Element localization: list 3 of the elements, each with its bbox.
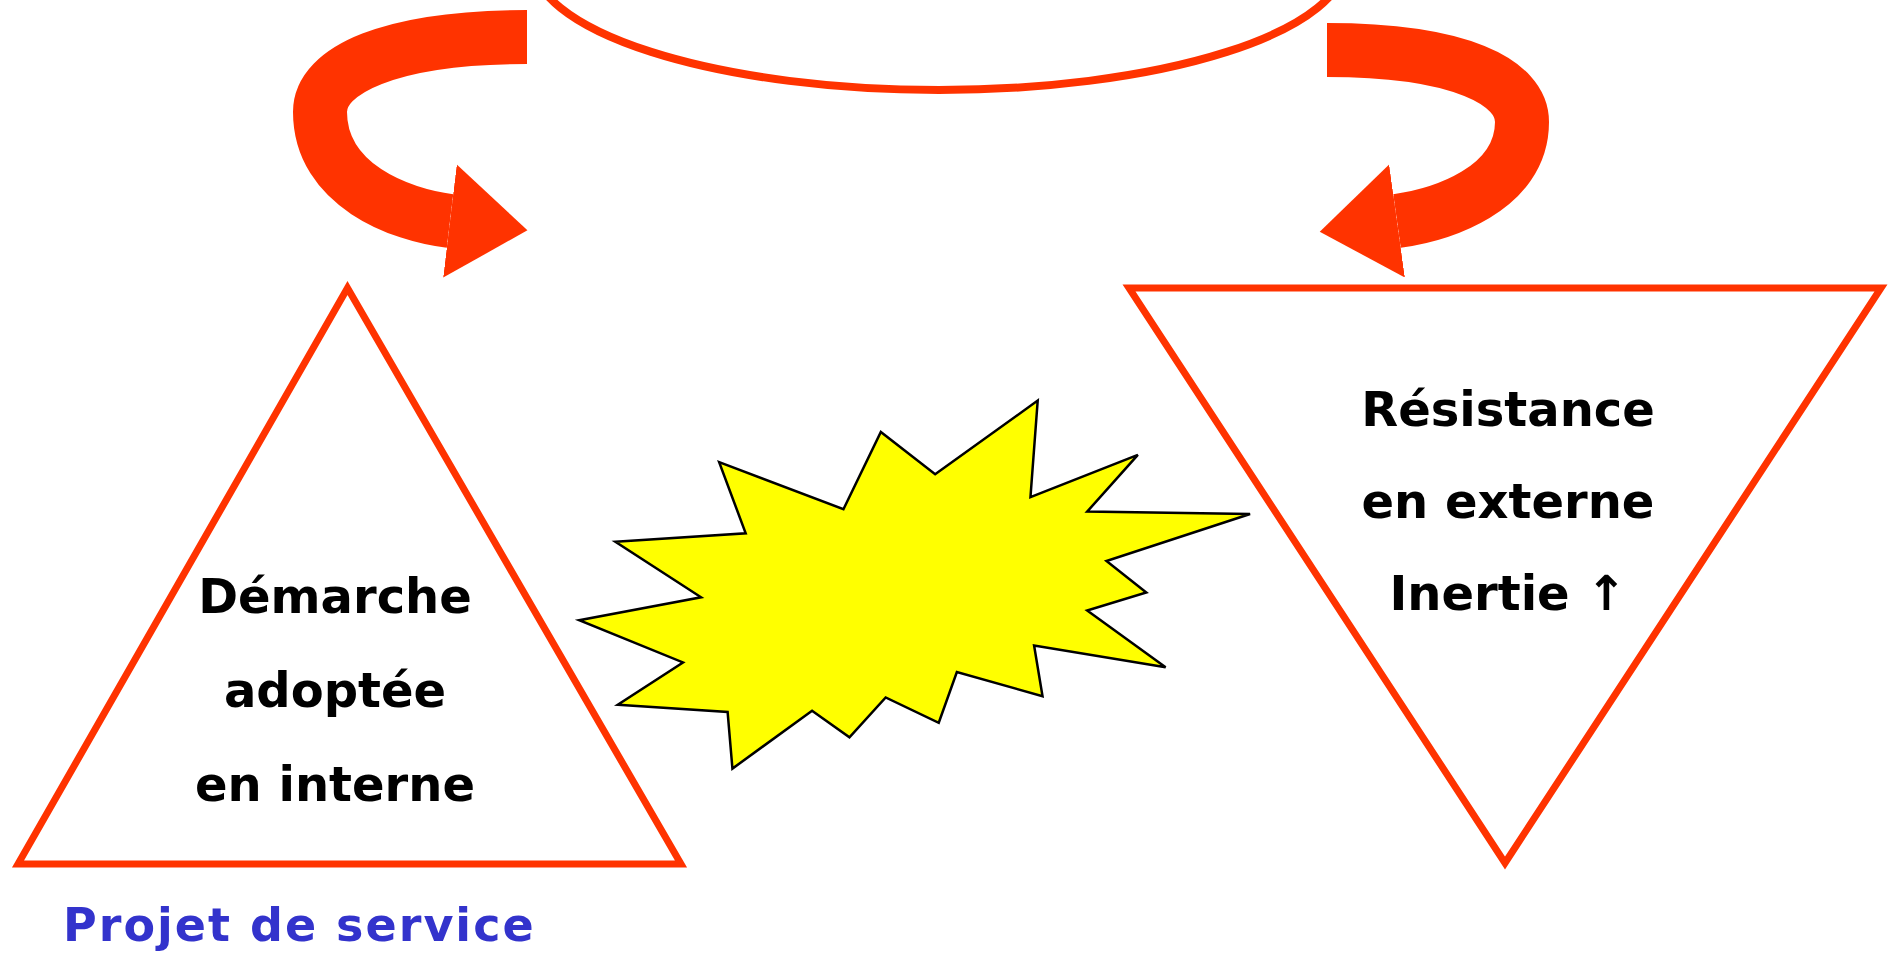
node-text: Résistance en externe Inertie ↑ [1360,380,1656,623]
caption-text: Projet de service [63,898,536,952]
node-text: Démarche adoptée en interne [194,567,476,814]
